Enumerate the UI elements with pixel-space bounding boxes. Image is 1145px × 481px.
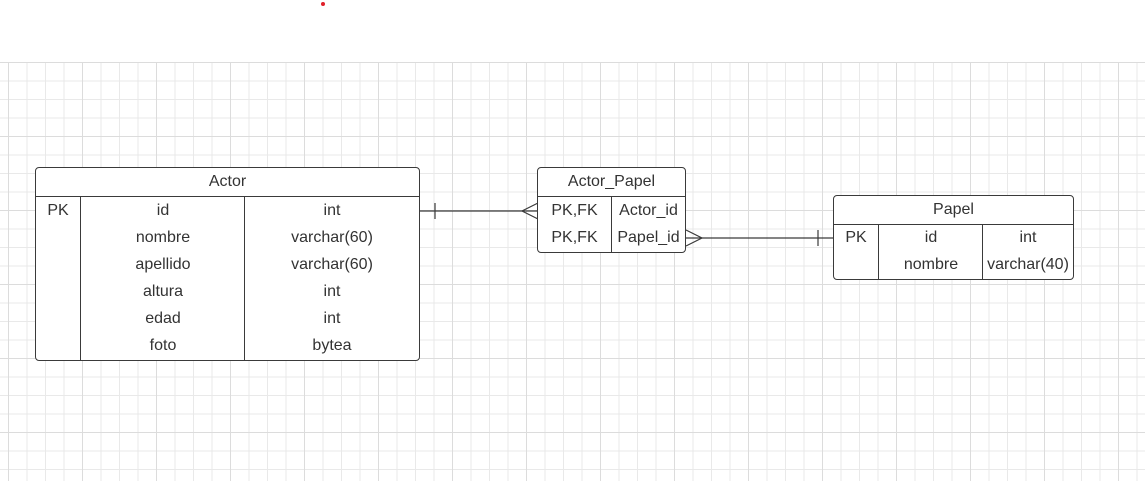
field-type[interactable]: varchar(40) xyxy=(987,256,1069,273)
field-name[interactable]: altura xyxy=(142,283,184,300)
field-type[interactable]: varchar(60) xyxy=(291,229,373,246)
field-type[interactable]: int xyxy=(323,283,341,300)
field-column: Actor_id Papel_id xyxy=(611,197,685,252)
field-name[interactable]: id xyxy=(924,229,938,246)
entity-papel[interactable]: Papel PK id nombre int varchar(40) xyxy=(833,195,1074,280)
field-name[interactable]: Papel_id xyxy=(617,229,680,246)
field-name[interactable]: Actor_id xyxy=(619,202,678,219)
field-name[interactable]: nombre xyxy=(135,229,191,246)
key-column: PK xyxy=(834,224,878,279)
field-name[interactable]: id xyxy=(156,202,170,219)
field-type[interactable]: bytea xyxy=(312,337,352,354)
entity-title: Actor_Papel xyxy=(538,168,685,197)
type-column: int varchar(60) varchar(60) int int byte… xyxy=(244,197,419,360)
entity-title: Actor xyxy=(36,168,419,197)
relationship-actorpapel-papel[interactable] xyxy=(685,229,833,247)
field-name[interactable]: nombre xyxy=(903,256,959,273)
field-type[interactable]: int xyxy=(323,202,341,219)
diagram-canvas-grid[interactable] xyxy=(0,62,1145,481)
relationship-actor-actorpapel[interactable] xyxy=(420,202,539,220)
field-name[interactable]: foto xyxy=(149,337,177,354)
key-column: PK,FK PK,FK xyxy=(538,197,611,252)
field-type[interactable]: int xyxy=(1019,229,1037,246)
entity-actor[interactable]: Actor PK id nombre apellido altura edad … xyxy=(35,167,420,361)
cursor-marker xyxy=(321,2,325,6)
field-column: id nombre xyxy=(878,224,983,279)
field-column: id nombre apellido altura edad foto xyxy=(80,197,245,360)
crow-foot-marker xyxy=(685,229,704,247)
field-type[interactable]: varchar(60) xyxy=(291,256,373,273)
key-cell: PK,FK xyxy=(551,202,598,219)
key-cell: PK xyxy=(845,229,867,246)
type-column: int varchar(40) xyxy=(982,224,1073,279)
field-type[interactable]: int xyxy=(323,310,341,327)
entity-title: Papel xyxy=(834,196,1073,225)
crow-foot-marker xyxy=(520,202,539,220)
key-column: PK xyxy=(36,197,80,360)
field-name[interactable]: apellido xyxy=(135,256,191,273)
key-cell: PK xyxy=(47,202,69,219)
entity-actor-papel[interactable]: Actor_Papel PK,FK PK,FK Actor_id Papel_i… xyxy=(537,167,686,253)
key-cell: PK,FK xyxy=(551,229,598,246)
field-name[interactable]: edad xyxy=(145,310,181,327)
